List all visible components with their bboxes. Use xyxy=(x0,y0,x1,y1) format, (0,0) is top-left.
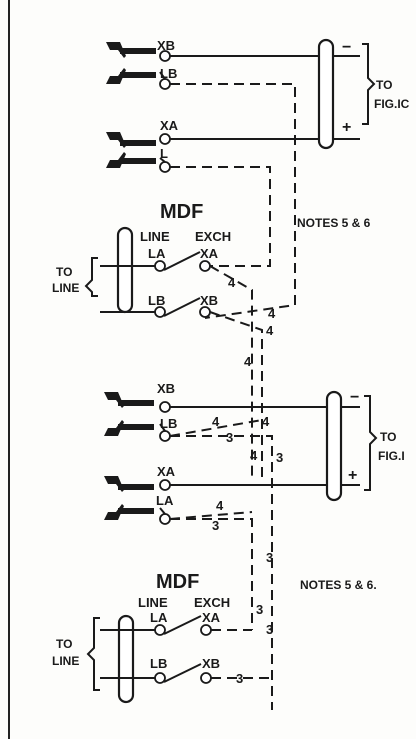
upper-mdf-strip xyxy=(116,226,134,314)
lower-minus: − xyxy=(350,389,359,406)
lower-jack-xa xyxy=(104,476,171,525)
upper-to-line-1: TO xyxy=(56,265,72,279)
terminal xyxy=(159,401,171,413)
upper-dash-l xyxy=(170,166,271,267)
lower-dash-la-4 xyxy=(169,511,253,520)
upper-wire-4c: 4 xyxy=(266,323,274,338)
upper-xa: XA xyxy=(200,246,219,261)
upper-section: XB LB XA L − + TO FIG.IC MDF LINE xyxy=(52,38,410,480)
upper-fig: FIG.IC xyxy=(374,97,410,111)
lower-w3a: 3 xyxy=(226,430,233,445)
upper-xb: XB xyxy=(200,293,218,308)
lower-w3g: 3 xyxy=(266,550,273,565)
lower-to-line-1: TO xyxy=(56,637,72,651)
upper-lb: LB xyxy=(148,293,165,308)
label-lb: LB xyxy=(160,66,177,81)
lower-line-hdr: LINE xyxy=(138,595,168,610)
upper-wire-4b: 4 xyxy=(268,306,276,321)
upper-bus-bar xyxy=(317,38,335,150)
lower-w4d: 4 xyxy=(250,448,258,463)
upper-minus: − xyxy=(342,39,351,56)
label-xa: XA xyxy=(160,118,179,133)
lower-bus-bar xyxy=(325,390,343,502)
upper-wire-4a: 4 xyxy=(228,275,236,290)
lower-fig: FIG.I xyxy=(378,449,405,463)
terminal xyxy=(159,513,171,525)
lower-xa: XA xyxy=(202,610,221,625)
lower-w4b: 4 xyxy=(262,414,270,429)
upper-to: TO xyxy=(376,78,392,92)
lower-w3e: 3 xyxy=(266,622,273,637)
upper-mdf: MDF xyxy=(160,201,203,223)
lower-label-lb: LB xyxy=(160,416,177,431)
upper-line-hdr: LINE xyxy=(140,229,170,244)
terminal xyxy=(159,133,171,145)
lower-to-line-2: LINE xyxy=(52,654,79,668)
upper-to-line-2: LINE xyxy=(52,281,79,295)
lower-left-brace xyxy=(86,617,100,691)
upper-dash-lb xyxy=(170,83,296,319)
upper-plus: + xyxy=(342,119,351,136)
lower-plus: + xyxy=(348,467,357,484)
lower-w3b: 3 xyxy=(276,450,283,465)
lower-label-xa: XA xyxy=(157,464,176,479)
lower-exch-hdr: EXCH xyxy=(194,595,230,610)
lower-section: XB LB XA LA − + TO FIG.I 4 4 3 3 xyxy=(52,354,405,710)
upper-notes: NOTES 5 & 6 xyxy=(297,216,371,230)
lower-w4a: 4 xyxy=(212,414,220,429)
upper-jack-xb xyxy=(106,42,171,90)
upper-exch-hdr: EXCH xyxy=(195,229,231,244)
upper-dash-xa xyxy=(209,265,253,480)
label-l: L xyxy=(160,146,168,161)
lower-label-la: LA xyxy=(156,493,174,508)
lower-mdf-strip xyxy=(117,614,135,704)
lower-w3f: 3 xyxy=(236,671,243,686)
lower-w3d: 3 xyxy=(256,602,263,617)
terminal xyxy=(159,430,171,442)
lower-w4c: 4 xyxy=(216,498,224,513)
upper-dash-xb xyxy=(209,311,263,480)
lower-dash-lb-3 xyxy=(170,435,273,710)
lower-to: TO xyxy=(380,430,396,444)
upper-jack-xa xyxy=(106,132,171,173)
lower-notes: NOTES 5 & 6. xyxy=(300,578,377,592)
terminal xyxy=(159,479,171,491)
lower-label-xb: XB xyxy=(157,381,175,396)
terminal xyxy=(159,161,171,173)
lower-dash-la-3 xyxy=(170,518,253,630)
label-xb: XB xyxy=(157,38,175,53)
lower-la: LA xyxy=(150,610,168,625)
upper-brace xyxy=(362,43,376,125)
upper-left-brace xyxy=(84,257,98,297)
lower-jack-xb xyxy=(104,392,171,442)
lower-w4e: 4 xyxy=(244,354,252,369)
lower-xb: XB xyxy=(202,656,220,671)
lower-brace xyxy=(364,395,378,491)
lower-w3c: 3 xyxy=(212,518,219,533)
lower-lb: LB xyxy=(150,656,167,671)
lower-mdf: MDF xyxy=(156,571,199,593)
upper-la: LA xyxy=(148,246,166,261)
